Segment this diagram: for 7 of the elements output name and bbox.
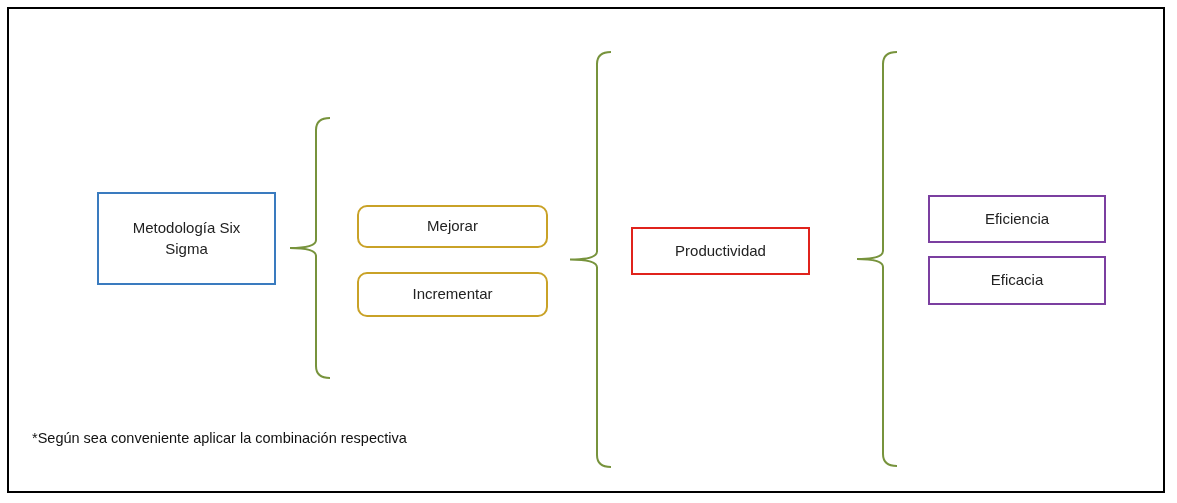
action-box: Incrementar — [357, 272, 548, 317]
footnote: *Según sea conveniente aplicar la combinación respectiva — [32, 430, 407, 446]
result-box: Eficacia — [928, 256, 1106, 305]
action-box: Mejorar — [357, 205, 548, 248]
method-box: Metodología Six Sigma — [97, 192, 276, 285]
result-box: Eficiencia — [928, 195, 1106, 243]
target-box: Productividad — [631, 227, 810, 275]
